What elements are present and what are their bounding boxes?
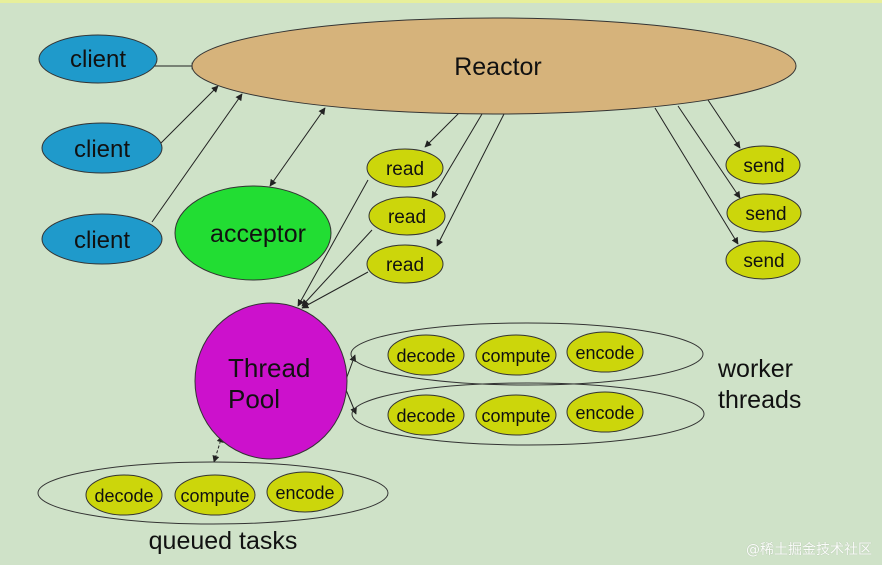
task-compute-w1 (475, 334, 557, 376)
worker-threads-label-line2: threads (718, 386, 801, 414)
edge-pool-queue (212, 435, 224, 463)
send-label-3: send (743, 251, 784, 272)
client-node-3 (41, 213, 163, 265)
edge-client2-reactor (159, 85, 219, 145)
acceptor-node (174, 185, 332, 281)
worker-thread-2 (351, 382, 705, 446)
edge-reactor-read3 (436, 113, 505, 247)
task-decode-w2 (387, 394, 465, 436)
worker-thread-1 (350, 322, 704, 386)
acceptor-label: acceptor (210, 220, 306, 248)
edge-reactor-send2 (677, 105, 741, 199)
edge-client3-reactor (151, 93, 243, 223)
reactor-node (191, 17, 797, 115)
thread-pool-node (194, 302, 348, 460)
send-node-3 (725, 240, 801, 280)
queued-tasks-label: queued tasks (149, 527, 298, 555)
edge-read3-pool (301, 271, 369, 309)
task-decode-w1 (387, 334, 465, 376)
task-encode-w2 (566, 391, 644, 433)
task-compute-w1-label: compute (481, 346, 550, 366)
edge-reactor-send3 (654, 107, 739, 245)
send-node-1 (725, 145, 801, 185)
read-label-3: read (386, 255, 424, 276)
edge-reactor-acceptor (269, 107, 326, 187)
watermark-text: @稀土掘金技术社区 (746, 542, 872, 558)
task-decode-queued-label: decode (94, 486, 153, 506)
worker-threads-label-line1: worker (717, 355, 793, 383)
read-node-1 (366, 148, 444, 188)
send-label-1: send (743, 156, 784, 177)
task-decode-w1-label: decode (396, 346, 455, 366)
task-decode-w2-label: decode (396, 406, 455, 426)
edge-reactor-read2 (431, 113, 483, 199)
client-label-2: client (74, 136, 130, 163)
read-node-2 (368, 196, 446, 236)
thread-pool-label-line1: Thread (228, 353, 310, 383)
task-encode-w1 (566, 331, 644, 373)
task-decode-queued (85, 474, 163, 516)
reactor-label: Reactor (454, 53, 542, 81)
read-node-3 (366, 244, 444, 284)
client-label-3: client (74, 227, 130, 254)
task-compute-w2 (475, 394, 557, 436)
task-encode-w1-label: encode (575, 343, 634, 363)
queued-tasks-group (37, 461, 389, 525)
edge-read1-pool (297, 179, 369, 307)
send-node-2 (726, 193, 802, 233)
task-compute-w2-label: compute (481, 406, 550, 426)
task-encode-queued-label: encode (275, 483, 334, 503)
top-border (0, 0, 882, 3)
read-label-2: read (388, 207, 426, 228)
thread-pool-label-line2: Pool (228, 384, 280, 414)
client-node-1 (38, 34, 158, 84)
task-compute-queued (174, 474, 256, 516)
edge-reactor-send1 (707, 99, 741, 149)
edge-read2-pool (301, 229, 373, 307)
edge-reactor-read1 (424, 111, 461, 148)
client-label-1: client (70, 46, 126, 73)
read-label-1: read (386, 159, 424, 180)
client-node-2 (41, 122, 163, 174)
send-label-2: send (745, 204, 786, 225)
task-compute-queued-label: compute (180, 486, 249, 506)
task-encode-w2-label: encode (575, 403, 634, 423)
task-encode-queued (266, 471, 344, 513)
